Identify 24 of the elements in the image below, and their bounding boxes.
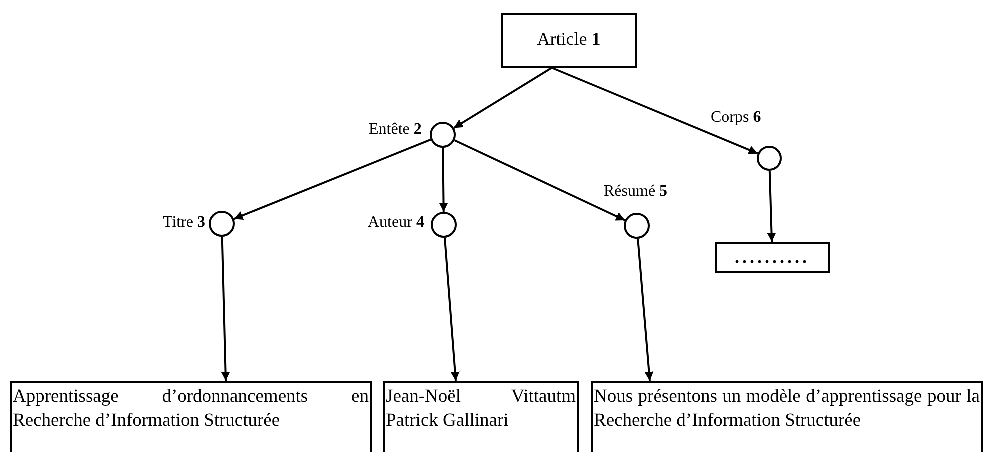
tree-node-circle: [757, 146, 782, 171]
content-box: Jean-Noël Vittautm Patrick Gallinari: [383, 381, 579, 452]
node-label: Titre 3: [163, 214, 206, 232]
arrow: [221, 236, 230, 382]
node-label: Auteur 4: [368, 214, 424, 232]
content-box: Apprentissage d’ordonnancements en Recherche d’Information Structurée: [10, 381, 372, 452]
node-label: Entête 2: [369, 121, 422, 139]
arrow: [637, 238, 654, 382]
element-box: Article 1: [501, 13, 637, 68]
node-label: Corps 6: [711, 109, 762, 127]
tree-node-circle: [209, 211, 235, 237]
ellipsis-box: ..........: [715, 242, 830, 273]
arrow: [552, 67, 758, 155]
arrow: [767, 170, 776, 242]
arrow: [439, 148, 448, 212]
arrow: [234, 138, 432, 220]
node-label: Résumé 5: [604, 183, 668, 201]
content-box: Nous présentons un modèle d’apprentissage pour la Recherche d’Information Structurée: [591, 381, 983, 452]
arrow: [454, 67, 553, 130]
arrow: [444, 238, 460, 382]
arrow: [454, 140, 626, 222]
tree-node-circle: [431, 212, 457, 238]
tree-node-circle: [430, 122, 456, 148]
tree-node-circle: [624, 213, 650, 239]
